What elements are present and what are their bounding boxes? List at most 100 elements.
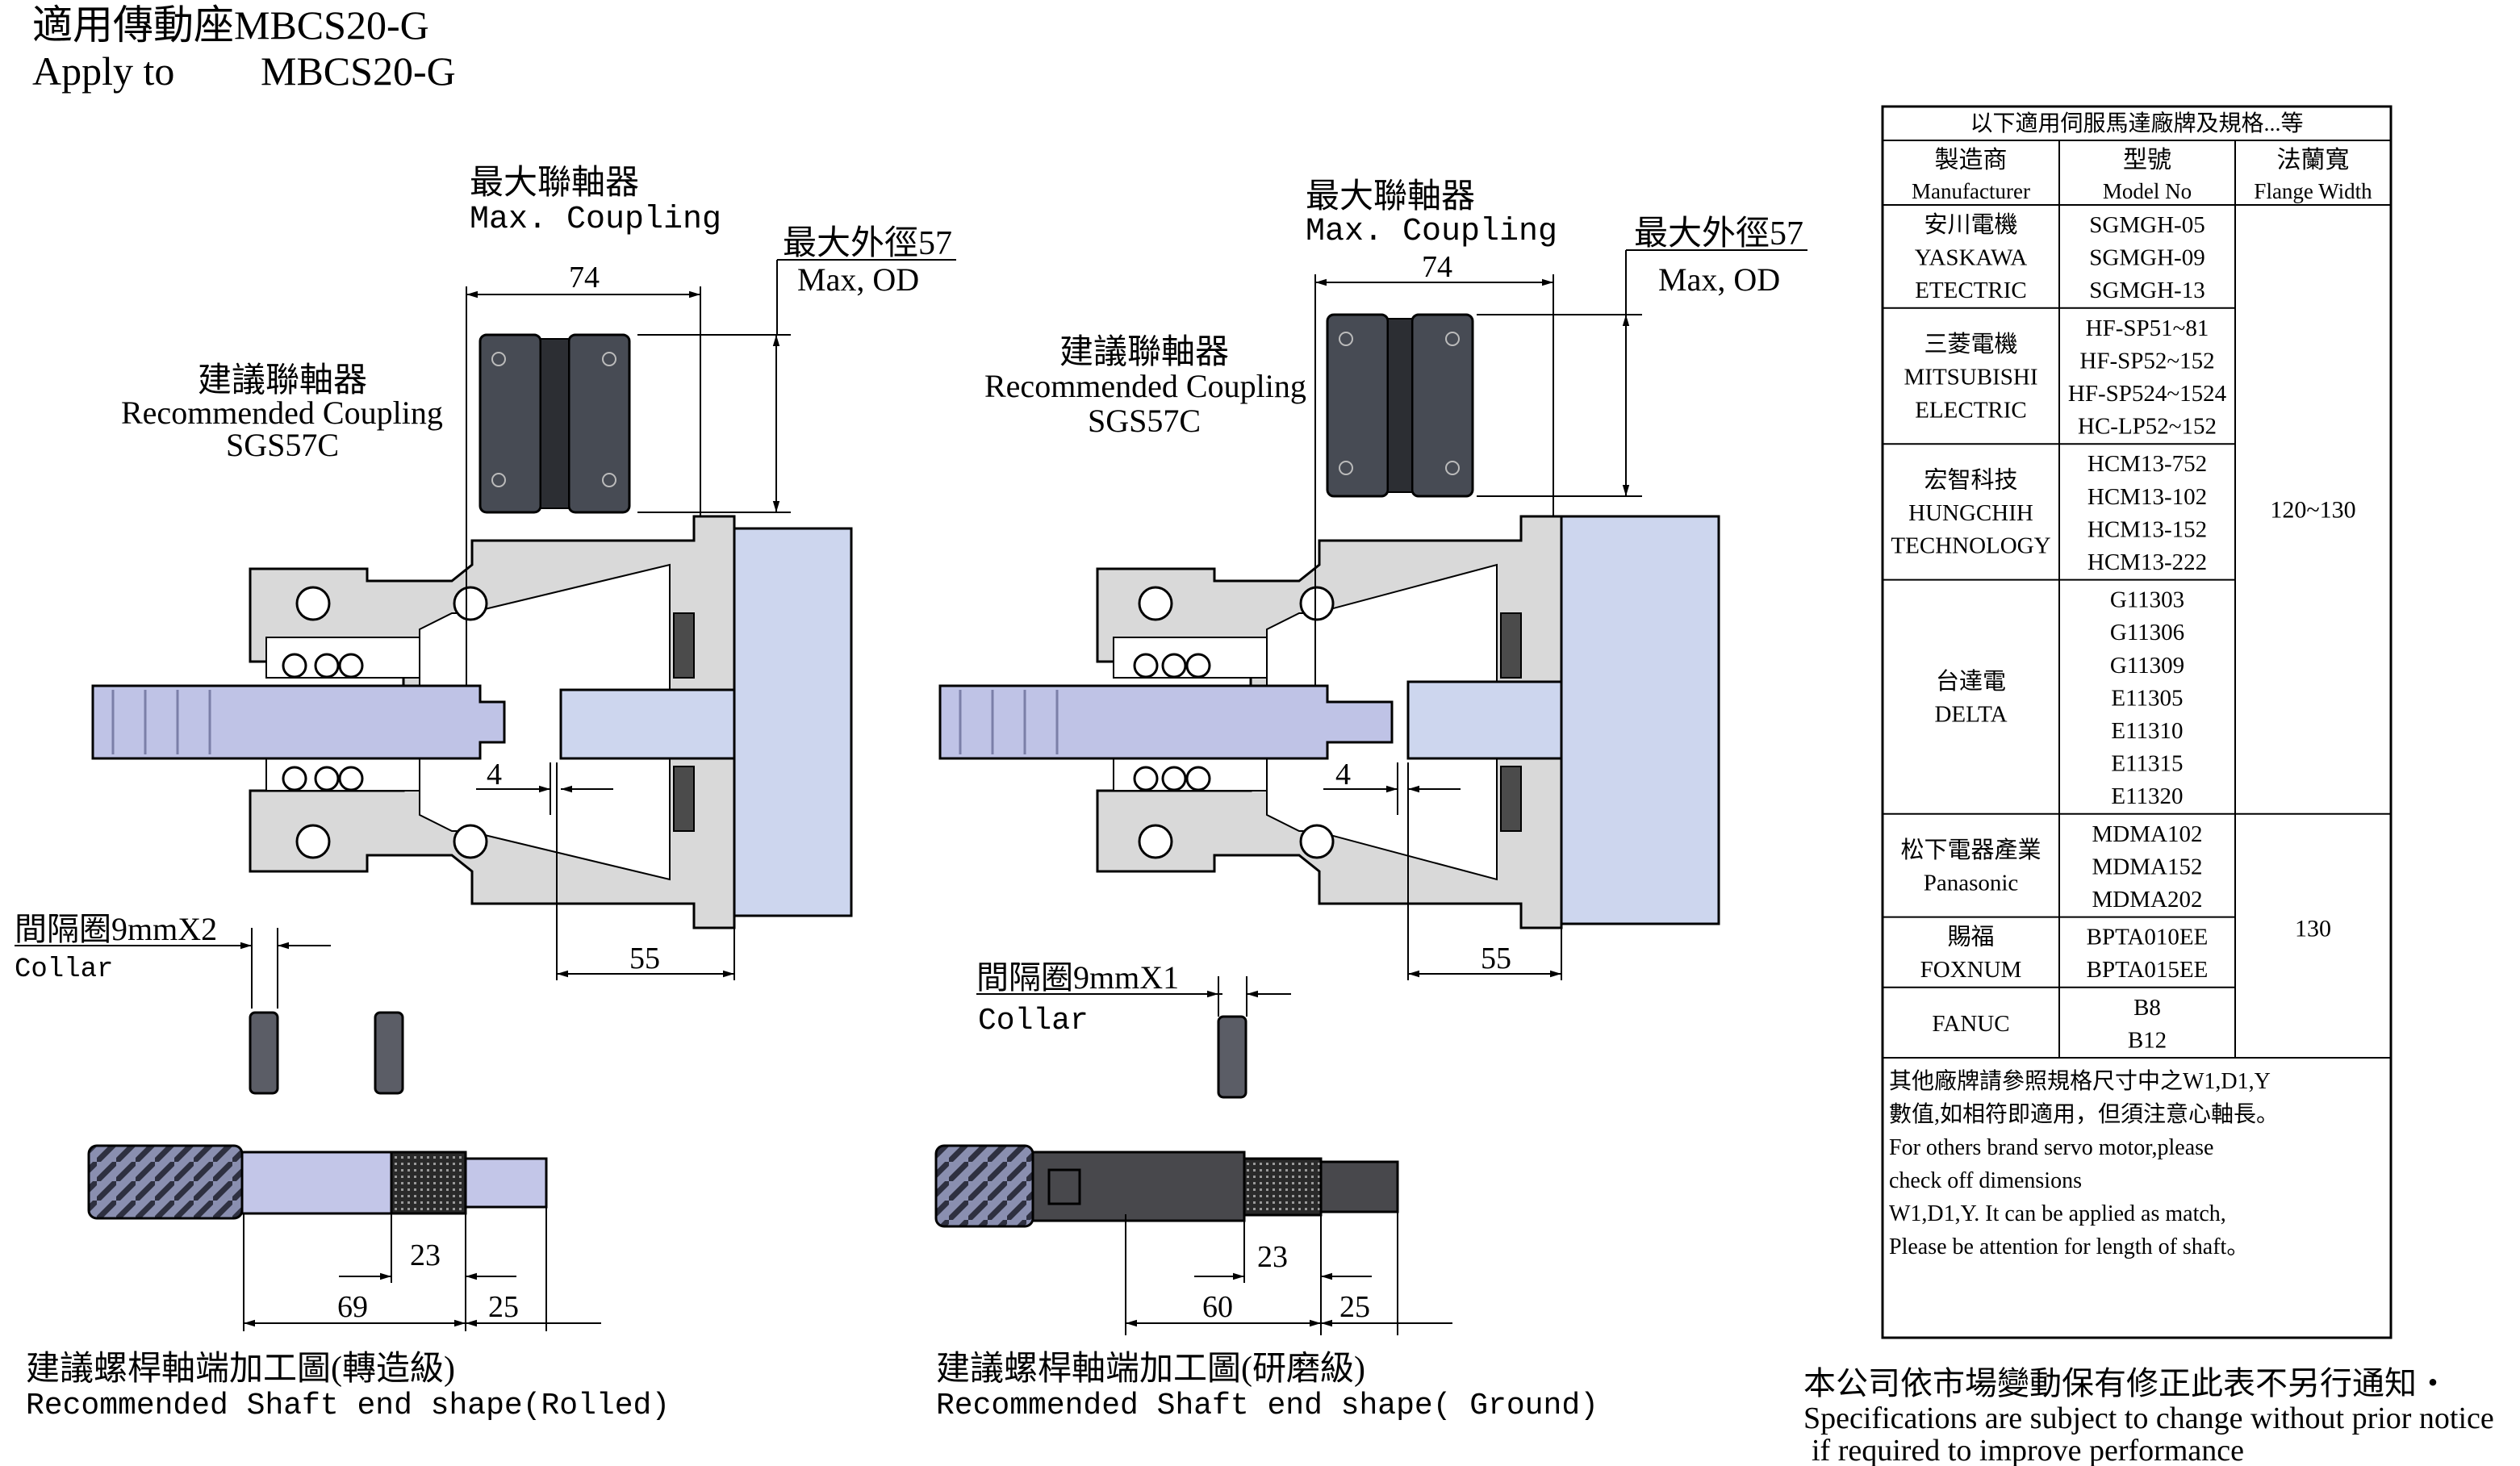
table-header-zh: 法蘭寬 bbox=[2277, 147, 2350, 173]
model-number: HCM13-102 bbox=[2087, 484, 2207, 510]
right-coupling bbox=[1326, 313, 1474, 498]
left-dim-69: 69 bbox=[337, 1290, 368, 1324]
left-collar-zh: 間隔圈9mmX2 bbox=[15, 911, 217, 947]
model-number: MDMA102 bbox=[2092, 821, 2203, 847]
header-apply-label: Apply to bbox=[32, 48, 174, 94]
model-number: HCM13-222 bbox=[2087, 549, 2207, 575]
left-max-coupling-zh: 最大聯軸器 bbox=[470, 165, 639, 202]
footer-notice-en-2: if required to improve performance bbox=[1812, 1434, 2244, 1466]
maker-name: TECHNOLOGY bbox=[1891, 533, 2050, 559]
right-shaft-caption-zh: 建議螺桿軸端加工圖(研磨級) bbox=[936, 1351, 1365, 1388]
table-note-line: 其他廠牌請參照規格尺寸中之W1,D1,Y bbox=[1889, 1068, 2271, 1094]
right-shaft-caption-en: Recommended Shaft end shape( Ground) bbox=[936, 1389, 1599, 1423]
left-shaft-caption-en: Recommended Shaft end shape(Rolled) bbox=[26, 1389, 670, 1423]
right-assembly-view: 74 最大外徑57 Max, OD 最大聯軸器 Max. Coupling 建議… bbox=[934, 178, 1807, 1423]
maker-name: HUNGCHIH bbox=[1908, 500, 2033, 526]
left-shaft-caption-zh: 建議螺桿軸端加工圖(轉造級) bbox=[26, 1351, 455, 1388]
right-shaft-body bbox=[1031, 1151, 1246, 1222]
right-dim-60: 60 bbox=[1202, 1290, 1233, 1324]
model-number: E11305 bbox=[2111, 685, 2183, 711]
table-header-en: Manufacturer bbox=[1912, 179, 2030, 203]
left-dim-4: 4 bbox=[487, 758, 502, 791]
right-flange-top bbox=[1500, 612, 1522, 679]
right-dim-74: 74 bbox=[1422, 250, 1452, 284]
model-number: HF-SP52~152 bbox=[2079, 348, 2214, 374]
model-number: SGMGH-05 bbox=[2089, 212, 2204, 238]
left-motor-shaft bbox=[559, 688, 736, 760]
table-header-zh: 製造商 bbox=[1935, 147, 2008, 173]
maker-name: FANUC bbox=[1932, 1011, 2009, 1037]
model-number: MDMA152 bbox=[2092, 854, 2203, 879]
left-max-od-zh: 最大外徑57 bbox=[783, 225, 952, 262]
right-motor-body bbox=[1560, 515, 1720, 925]
table-header-en: Flange Width bbox=[2254, 179, 2372, 203]
maker-name: Panasonic bbox=[1924, 871, 2019, 896]
model-number: SGMGH-13 bbox=[2089, 278, 2204, 303]
table-header-en: Model No bbox=[2103, 179, 2192, 203]
left-rec-coupling-en: Recommended Coupling bbox=[121, 395, 443, 431]
left-max-coupling-en: Max. Coupling bbox=[470, 202, 721, 238]
maker-name: 安川電機 bbox=[1924, 211, 2017, 238]
footer-notice-en-1: Specifications are subject to change wit… bbox=[1803, 1401, 2494, 1435]
model-number: G11309 bbox=[2110, 653, 2184, 679]
left-shaft-thread bbox=[87, 1144, 244, 1220]
maker-name: 三菱電機 bbox=[1924, 331, 2017, 357]
table-frame bbox=[1881, 105, 2393, 1339]
maker-name: DELTA bbox=[1934, 702, 2007, 728]
flange-width-a: 120~130 bbox=[2270, 496, 2355, 523]
model-number: HCM13-152 bbox=[2087, 516, 2207, 542]
left-flange-bottom bbox=[673, 766, 695, 832]
table-header-zh: 型號 bbox=[2123, 147, 2171, 173]
table-note-line: 數值,如相符即適用，但須注意心軸長。 bbox=[1889, 1101, 2279, 1127]
left-dim-74: 74 bbox=[569, 261, 600, 294]
left-flange-top bbox=[673, 612, 695, 679]
spec-table: 以下適用伺服馬達廠牌及規格...等製造商Manufacturer型號Model … bbox=[1881, 105, 2393, 1339]
right-shaft-knurl bbox=[1243, 1157, 1323, 1217]
model-number: MDMA202 bbox=[2092, 887, 2203, 913]
maker-name: ELECTRIC bbox=[1915, 397, 2027, 423]
right-dim-4: 4 bbox=[1335, 758, 1351, 791]
maker-name: YASKAWA bbox=[1915, 245, 2028, 271]
model-number: G11306 bbox=[2110, 620, 2184, 645]
right-max-coupling-zh: 最大聯軸器 bbox=[1306, 178, 1475, 215]
model-number: HCM13-752 bbox=[2087, 451, 2207, 477]
right-shaft-thread bbox=[934, 1144, 1034, 1228]
right-collar-en: Collar bbox=[978, 1004, 1089, 1038]
left-rec-coupling-zh: 建議聯軸器 bbox=[198, 362, 367, 399]
model-number: HC-LP52~152 bbox=[2078, 414, 2217, 440]
left-dim-23: 23 bbox=[410, 1238, 441, 1272]
left-collar-2 bbox=[374, 1011, 404, 1095]
right-motor-shaft bbox=[1406, 680, 1563, 760]
right-shaft-square bbox=[1047, 1168, 1081, 1205]
left-holes bbox=[295, 586, 488, 859]
left-motor-body bbox=[733, 527, 853, 917]
model-number: BPTA015EE bbox=[2087, 957, 2209, 983]
left-ball-screw-grooves bbox=[111, 690, 211, 754]
header-model: MBCS20-G bbox=[261, 48, 456, 94]
right-ball-screw bbox=[938, 684, 1394, 760]
model-number: B8 bbox=[2133, 995, 2161, 1021]
left-shaft-knurl bbox=[390, 1151, 467, 1215]
left-bearings bbox=[282, 653, 364, 791]
right-dim-23: 23 bbox=[1257, 1240, 1288, 1274]
model-number: E11310 bbox=[2111, 718, 2183, 744]
left-max-od-en: Max, OD bbox=[797, 261, 919, 298]
footer-notice-zh: 本公司依市場變動保有修正此表不另行通知・ bbox=[1803, 1365, 2449, 1401]
left-shaft-body bbox=[240, 1151, 393, 1215]
right-shaft-tip bbox=[1319, 1160, 1399, 1213]
model-number: HF-SP524~1524 bbox=[2068, 381, 2227, 407]
maker-name: 台達電 bbox=[1936, 668, 2006, 695]
maker-name: FOXNUM bbox=[1920, 957, 2022, 983]
model-number: HF-SP51~81 bbox=[2086, 315, 2209, 341]
left-shaft-tip bbox=[464, 1157, 548, 1209]
right-flange-bottom bbox=[1500, 766, 1522, 832]
maker-name: MITSUBISHI bbox=[1904, 365, 2038, 391]
right-holes bbox=[1138, 586, 1335, 859]
right-max-od-en: Max, OD bbox=[1658, 261, 1780, 298]
right-bearings bbox=[1133, 653, 1211, 791]
maker-name: ETECTRIC bbox=[1915, 278, 2027, 303]
right-dim-25: 25 bbox=[1339, 1290, 1370, 1324]
left-dim-55: 55 bbox=[629, 942, 660, 975]
left-ball-screw bbox=[91, 684, 506, 760]
